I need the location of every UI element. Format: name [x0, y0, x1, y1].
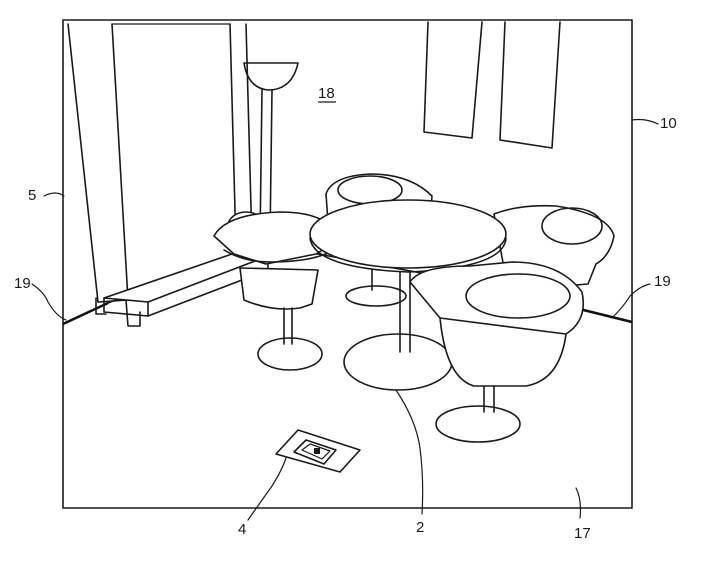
label-table: 2 [416, 519, 424, 536]
label-wall-floor-edge-right: 19 [654, 273, 671, 290]
chair-front [410, 262, 583, 442]
label-floor-marker: 4 [238, 521, 246, 538]
label-cabinet: 5 [28, 187, 36, 204]
label-floor: 17 [574, 525, 591, 542]
label-room-back-wall: 18 [318, 85, 335, 102]
wall-pictures [424, 22, 560, 148]
label-room-frame: 10 [660, 115, 677, 132]
floor-marker [276, 430, 360, 472]
label-wall-floor-edge-left: 19 [14, 275, 31, 292]
